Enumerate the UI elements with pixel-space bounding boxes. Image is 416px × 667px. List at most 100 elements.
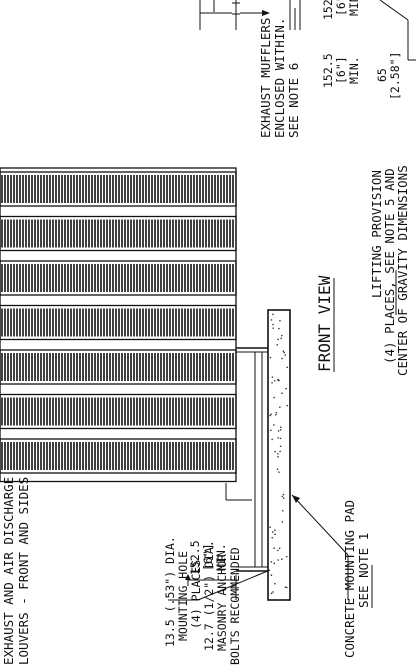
dimension-65-value: 65 [375, 68, 389, 82]
pad-stipple-dot [279, 429, 282, 431]
pad-stipple-dot [275, 414, 277, 416]
clearance-top-b: 152.5 [6"] MIN. [321, 0, 361, 20]
mounting-line-4: 12.7 (1/2") DIA. [202, 540, 216, 651]
louvers-line-1: EXHAUST AND AIR DISCHARGE [1, 477, 16, 665]
lifting-note: LIFTING PROVISION (4) PLACES, SEE NOTE 5… [369, 165, 410, 376]
pad-stipple-dot [280, 337, 283, 340]
view-title-group: FRONT VIEW [315, 275, 334, 372]
pad-stipple-dot [286, 366, 289, 369]
pad-stipple-dot [273, 562, 276, 565]
view-title: FRONT VIEW [315, 275, 334, 372]
pad-stipple-dot [281, 334, 283, 337]
pad-stipple-dot [270, 429, 272, 432]
pad-stipple-dot [279, 319, 281, 322]
pad-stipple-dot [284, 586, 287, 588]
pad-stipple-dot [271, 438, 273, 441]
louver-frame [0, 167, 237, 483]
clearance-top-b-inch: [6"] [334, 0, 348, 16]
pad-stipple-dot [284, 354, 286, 356]
pad-stipple-dot [277, 453, 279, 455]
pad-stipple-dot [277, 549, 279, 552]
pad-stipple-dot [279, 445, 282, 448]
lifting-line-2: (4) PLACES, SEE NOTE 5 AND [382, 168, 397, 364]
pad-stipple-dot [279, 437, 282, 440]
clearance-top-b-min: MIN. [347, 0, 361, 16]
concrete-pad [267, 309, 291, 601]
mounting-note: 13.5 (.53") DIA. MOUNTING HOLE (4) PLACE… [163, 536, 242, 665]
mounting-line-6: BOLTS RECOMMENDED [228, 547, 242, 665]
pad-stipple-dot [285, 387, 287, 390]
pad-stipple-dot [278, 327, 280, 330]
pad-note: CONCRETE MOUNTING PAD SEE NOTE 1 [342, 500, 371, 658]
pad-stipple-dot [269, 414, 271, 417]
pad-stipple-dot [277, 437, 279, 439]
lifting-line-1: LIFTING PROVISION [369, 170, 384, 298]
pad-stipple-dot [276, 468, 279, 470]
pad-stipple-dot [277, 338, 279, 341]
pad-stipple-dot [271, 531, 274, 533]
mounting-line-3: (4) PLACES [189, 560, 203, 629]
clearance-bottom-value: 152.5 [188, 540, 202, 575]
pad-stipple-dot [283, 351, 286, 354]
louvers-line-2: LOUVERS - FRONT AND SIDES [16, 477, 31, 665]
pad-stipple-dot [281, 558, 283, 561]
pad-stipple-dot [282, 350, 285, 352]
pad-stipple-dot [273, 547, 275, 550]
pad-stipple-dot [277, 430, 280, 432]
pad-stipple-dot [275, 411, 278, 414]
pad-line-1: CONCRETE MOUNTING PAD [342, 500, 357, 658]
pad-stipple-dot [278, 471, 280, 473]
mounting-line-2: MOUNTING HOLE [176, 551, 190, 641]
pad-stipple-dot [277, 379, 280, 382]
pad-stipple-dot [271, 536, 274, 539]
pad-line-2: SEE NOTE 1 [356, 533, 371, 608]
pad-stipple-dot [271, 376, 274, 378]
mounting-line-1: 13.5 (.53") DIA. [163, 536, 177, 647]
pad-stipple-dot [272, 313, 274, 316]
pad-stipple-dot [272, 591, 274, 593]
pad-stipple-dot [286, 404, 288, 407]
pad-stipple-dot [270, 319, 273, 321]
pad-stipple-dot [270, 413, 272, 416]
pad-stipple-dot [282, 493, 285, 496]
pad-stipple-dot [271, 382, 273, 384]
pad-stipple-dot [281, 357, 283, 360]
pad-stipple-dot [270, 574, 273, 577]
clearance-bottom-min: MIN. [214, 543, 228, 571]
enclosure-base [236, 347, 268, 572]
mufflers-line-2: ENCLOSED WITHIN. [272, 18, 287, 138]
pad-stipple-dot [272, 327, 274, 329]
pad-stipple-dot [273, 396, 275, 399]
mounting-line-5: MASONRY ANCHOR [215, 554, 229, 651]
pad-stipple-dot [274, 533, 276, 536]
pad-stipple-dot [277, 456, 279, 458]
mufflers-note: EXHAUST MUFFLERS ENCLOSED WITHIN. SEE NO… [258, 18, 301, 138]
pad-stipple-dot [273, 379, 276, 382]
mufflers-line-3: SEE NOTE 6 [286, 63, 301, 138]
pad-stipple-dot [279, 406, 281, 408]
lifting-line-3: CENTER OF GRAVITY DIMENSIONS [395, 165, 410, 376]
dimension-65: 65 [2.58"] [375, 52, 402, 100]
pad-stipple-dot [274, 529, 276, 531]
pad-stipple-dot [269, 356, 272, 359]
pad-stipple-dot [279, 450, 281, 453]
mufflers-line-1: EXHAUST MUFFLERS [258, 18, 273, 138]
pad-stipple-dot [269, 526, 271, 529]
pad-stipple-dot [282, 497, 285, 499]
pad-stipple-dot [278, 547, 281, 550]
clearance-top-a: 152.5 [6"] MIN. [321, 53, 361, 88]
clearance-bottom: 152.5 [6"] MIN. [188, 540, 228, 575]
pad-stipple-dot [286, 586, 288, 589]
louver-panel [0, 167, 237, 483]
pad-stipple-dot [270, 561, 273, 563]
pad-stipple-dot [281, 495, 284, 498]
pad-stipple-dot [277, 559, 280, 561]
pad-stipple-dot [273, 424, 275, 426]
clearance-top-b-value: 152.5 [321, 0, 335, 20]
clearance-top-a-inch: [6"] [334, 56, 348, 84]
pad-stipple-dot [270, 592, 273, 595]
pad-stipple-dot [281, 392, 283, 394]
clearance-top-a-min: MIN. [347, 56, 361, 84]
clearance-top-a-value: 152.5 [321, 53, 335, 88]
